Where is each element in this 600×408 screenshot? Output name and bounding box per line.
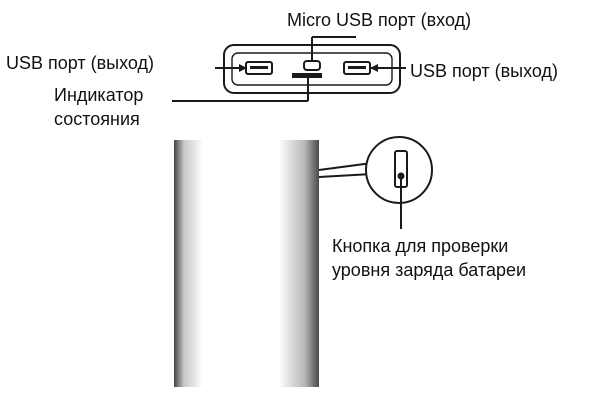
arrow-left-port	[239, 64, 247, 72]
label-usb-output-right: USB порт (выход)	[410, 61, 559, 81]
leader-arrowheads	[239, 64, 378, 72]
label-status-indicator: Индикатор состояния	[54, 83, 143, 131]
label-status-indicator-line1: Индикатор	[54, 85, 144, 105]
label-battery-check-button: Кнопка для проверки уровня заряда батаре…	[332, 234, 526, 282]
usb-port-left-tongue	[250, 66, 268, 69]
label-micro-usb-input: Micro USB порт (вход)	[287, 10, 472, 30]
device-body	[174, 140, 319, 387]
status-indicator-leds	[292, 73, 322, 78]
micro-usb-port	[303, 60, 321, 71]
usb-port-right-tongue	[348, 66, 366, 69]
arrow-right-port	[370, 64, 378, 72]
callout-lines	[318, 162, 373, 178]
magnified-detail	[365, 136, 433, 229]
label-battery-check-line1: Кнопка для проверки	[332, 236, 509, 256]
label-battery-check-line2: уровня заряда батареи	[332, 260, 527, 280]
label-usb-output-left: USB порт (выход)	[6, 53, 155, 73]
device-top-view	[223, 44, 401, 94]
label-status-indicator-line2: состояния	[54, 109, 140, 129]
